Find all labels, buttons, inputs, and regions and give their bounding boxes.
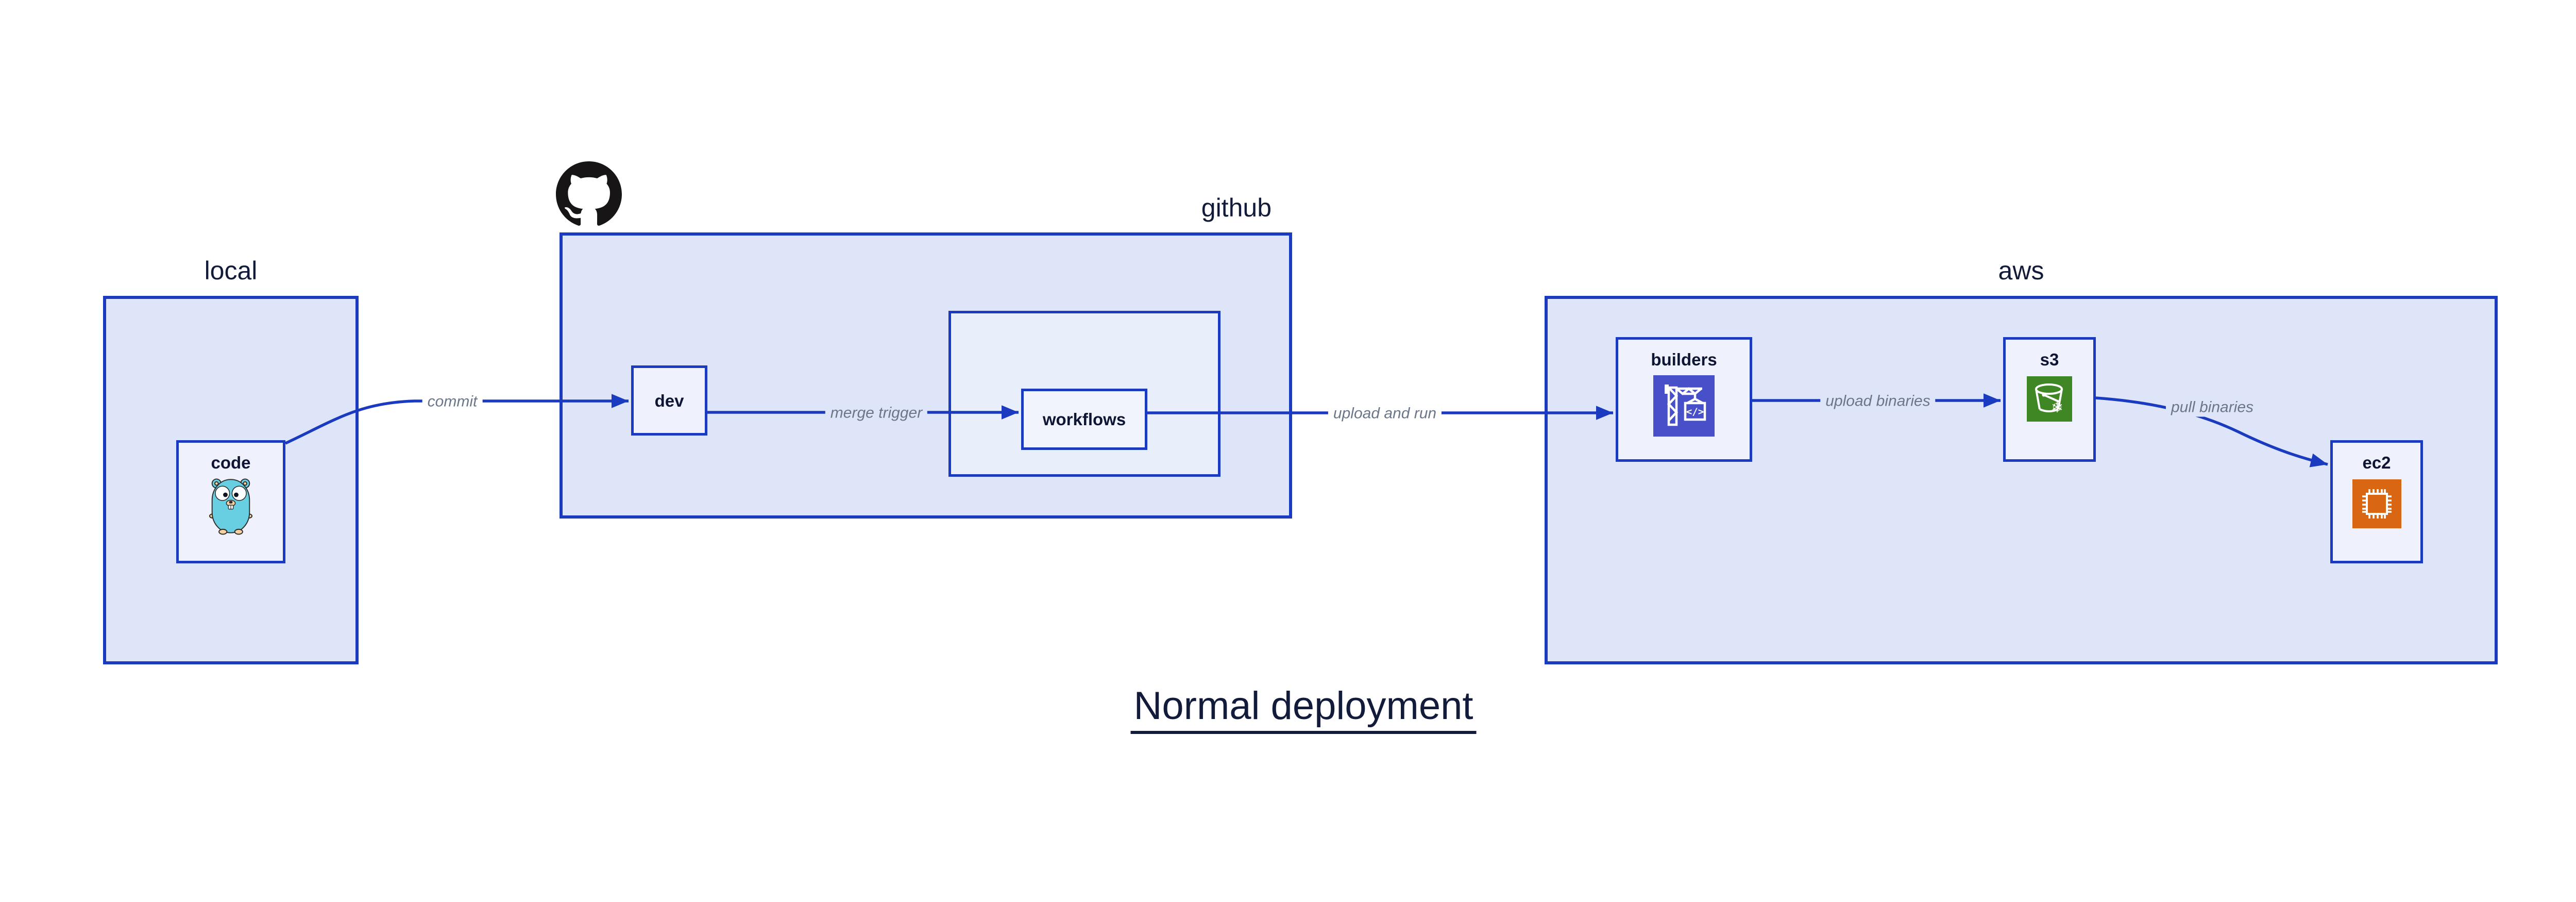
ec2-chip-icon bbox=[2352, 479, 2401, 531]
node-label-code: code bbox=[211, 453, 251, 472]
edge-commit bbox=[284, 394, 629, 445]
node-label-s3: s3 bbox=[2040, 350, 2059, 369]
node-s3: s3 ❄ bbox=[2003, 337, 2096, 462]
octocat-logo-icon bbox=[556, 161, 622, 226]
s3-bucket-snowflake-icon: ❄ bbox=[2027, 376, 2072, 424]
container-label-local: local bbox=[204, 256, 258, 285]
edge-label-commit: commit bbox=[422, 392, 483, 411]
node-label-workflows: workflows bbox=[1042, 410, 1126, 429]
edge-label-merge-trigger: merge trigger bbox=[825, 403, 928, 423]
node-label-ec2: ec2 bbox=[2362, 453, 2391, 472]
edge-label-upload-and-run: upload and run bbox=[1328, 404, 1442, 423]
container-label-aws: aws bbox=[1998, 256, 2044, 285]
node-code: code bbox=[176, 440, 285, 563]
go-gopher-icon bbox=[209, 475, 253, 539]
diagram-title: Normal deployment bbox=[1130, 687, 1477, 734]
node-ec2: ec2 bbox=[2330, 440, 2423, 563]
node-workflows: workflows bbox=[1021, 389, 1147, 450]
node-label-dev: dev bbox=[654, 391, 684, 410]
container-label-github: github bbox=[1201, 193, 1272, 222]
codebuild-crane-icon: </> bbox=[1653, 375, 1715, 439]
edge-label-pull-binaries: pull binaries bbox=[2165, 397, 2259, 417]
svg-text:</>: </> bbox=[1686, 406, 1704, 417]
node-label-builders: builders bbox=[1651, 350, 1717, 369]
edge-label-upload-binaries: upload binaries bbox=[1820, 391, 1936, 411]
node-dev: dev bbox=[631, 365, 707, 436]
svg-text:❄: ❄ bbox=[2051, 399, 2063, 416]
node-builders: builders </> bbox=[1616, 337, 1752, 462]
edge-pull-binaries bbox=[2095, 396, 2328, 467]
